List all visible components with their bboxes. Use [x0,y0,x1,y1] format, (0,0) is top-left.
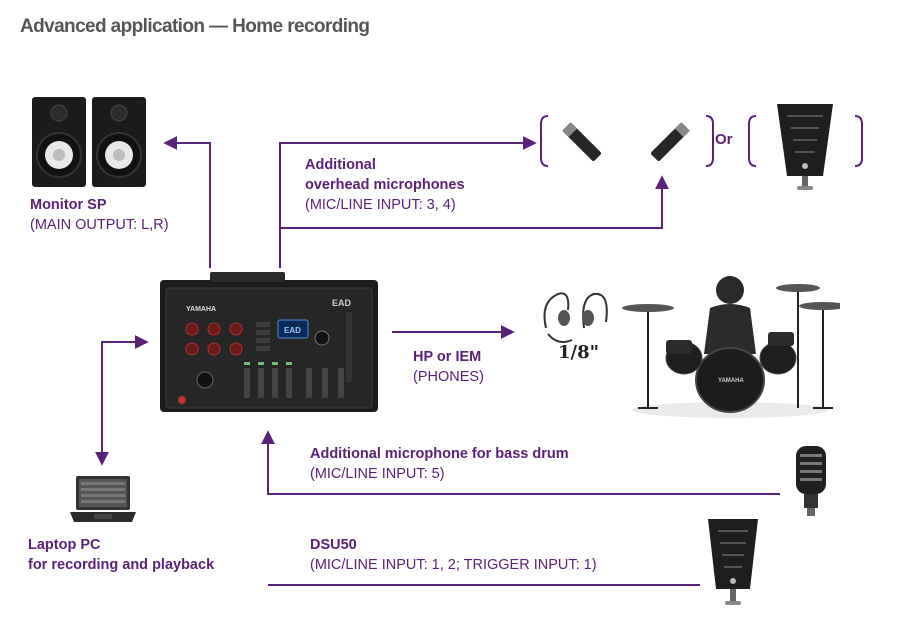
overhead-label: Additional overhead microphones (MIC/LIN… [305,157,465,213]
dsu50-icon [777,104,833,190]
monitor-label: Monitor SP (MAIN OUTPUT: L,R) [30,197,169,233]
monitor-output-line [163,136,211,268]
svg-text:EAD: EAD [284,326,301,335]
dsu-label: DSU50 (MIC/LINE INPUT: 1, 2; TRIGGER INP… [310,537,597,573]
bass-mic-label: Additional microphone for bass drum (MIC… [310,446,569,482]
overhead-mic-line [279,136,537,268]
svg-text:YAMAHA: YAMAHA [718,378,744,384]
svg-text:YAMAHA: YAMAHA [186,306,216,313]
pencil-microphone-icon [651,122,690,161]
drum-kit-image: YAMAHA [622,276,840,418]
bracket-mid [705,115,714,167]
laptop-icon [70,476,136,522]
svg-text:1/8": 1/8" [558,342,599,363]
overhead-dsu-line [280,175,669,229]
svg-text:EAD: EAD [332,298,352,308]
page-title: Advanced application — Home recording [20,16,370,37]
or-label: Or [715,131,733,148]
monitor-speaker-icon [32,97,146,187]
laptop-line [101,335,149,460]
bracket-left [540,115,549,167]
bracket-dsu-left [748,115,757,167]
in-ear-monitor-icon: 1/8" [543,292,608,363]
headphones-label: HP or IEM (PHONES) [413,349,484,385]
pencil-microphone-icon [562,122,601,161]
laptop-label: Laptop PC for recording and playback [28,537,215,573]
bass-drum-microphone-icon [796,446,826,516]
dsu50-icon [708,519,758,605]
ead-module-image: YAMAHA EAD EAD [160,272,378,412]
bass-mic-line [261,430,780,495]
bracket-dsu-right [854,115,863,167]
